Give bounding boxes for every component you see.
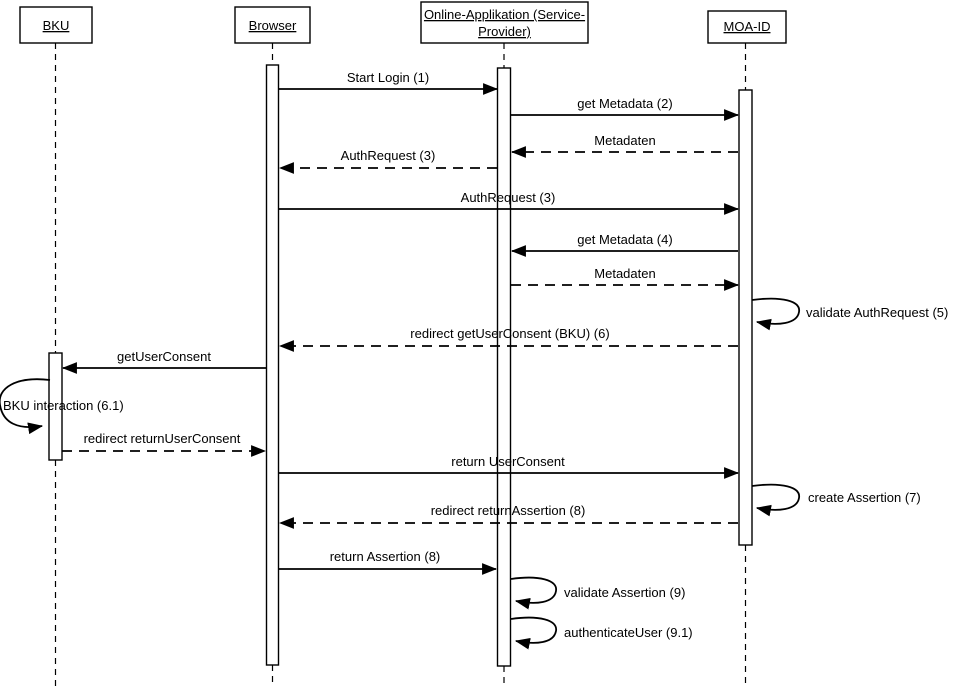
self-message-arrow-validate-authrequest <box>751 297 800 331</box>
message-label-get-metadata-2: get Metadata (2) <box>577 96 672 111</box>
self-message-bku-interaction: BKU interaction (6.1) <box>0 378 124 435</box>
message-label-getuserconsent: getUserConsent <box>117 349 211 364</box>
self-message-label-bku-interaction: BKU interaction (6.1) <box>3 398 124 413</box>
actor-bku: BKU <box>19 6 93 44</box>
message-get-metadata-4: get Metadata (4) <box>510 232 738 257</box>
self-message-label-create-assertion: create Assertion (7) <box>808 490 921 505</box>
message-label-return-assertion: return Assertion (8) <box>330 549 441 564</box>
message-return-userconsent: return UserConsent <box>279 454 740 479</box>
message-start-login: Start Login (1) <box>279 70 499 95</box>
message-label-redirect-returnassertion: redirect returnAssertion (8) <box>431 503 586 518</box>
self-message-arrow-authenticateuser <box>510 616 557 650</box>
message-get-metadata-2: get Metadata (2) <box>511 96 740 121</box>
actor-box-service-provider <box>420 1 589 44</box>
self-message-validate-authrequest: validate AuthRequest (5) <box>751 297 948 331</box>
activation-bar-browser <box>265 64 280 666</box>
message-return-assertion: return Assertion (8) <box>279 549 498 575</box>
self-message-arrow-bku-interaction <box>0 378 51 435</box>
self-message-create-assertion: create Assertion (7) <box>751 483 921 517</box>
actor-browser: Browser <box>234 6 311 44</box>
actor-moa-id: MOA-ID <box>707 10 787 44</box>
message-authrequest-to-browser: AuthRequest (3) <box>278 148 497 174</box>
message-metadaten-reply-4: Metadaten <box>511 266 740 291</box>
actor-box-browser <box>234 6 311 44</box>
actor-label-moa-id: MOA-ID <box>724 19 771 34</box>
lifelines <box>54 43 747 687</box>
actor-label-browser: Browser <box>249 18 297 33</box>
message-label-get-metadata-4: get Metadata (4) <box>577 232 672 247</box>
actor-box-moa-id <box>707 10 787 44</box>
message-getuserconsent: getUserConsent <box>61 349 266 374</box>
message-label-start-login: Start Login (1) <box>347 70 429 85</box>
message-label-metadaten-reply-2: Metadaten <box>594 133 655 148</box>
activation-bar-service-provider <box>496 67 512 667</box>
self-message-validate-assertion: validate Assertion (9) <box>510 576 685 610</box>
actor-service-provider: Online-Applikation (Service- Provider) <box>420 1 589 44</box>
activation-bars <box>48 64 753 667</box>
activation-bar-bku <box>48 352 63 461</box>
self-message-arrow-validate-assertion <box>510 576 557 610</box>
self-message-label-validate-assertion: validate Assertion (9) <box>564 585 685 600</box>
message-label-redirect-returnuserconsent: redirect returnUserConsent <box>84 431 241 446</box>
message-redirect-getuserconsent: redirect getUserConsent (BKU) (6) <box>278 326 738 352</box>
actor-box-bku <box>19 6 93 44</box>
message-label-return-userconsent: return UserConsent <box>451 454 565 469</box>
message-label-authrequest-to-browser: AuthRequest (3) <box>341 148 436 163</box>
message-redirect-returnassertion: redirect returnAssertion (8) <box>278 503 738 529</box>
actor-label-service-provider-line2: Provider) <box>478 24 531 39</box>
actor-label-bku: BKU <box>43 18 70 33</box>
message-authrequest-to-moa-id: AuthRequest (3) <box>279 190 740 215</box>
self-message-arrow-create-assertion <box>751 483 800 517</box>
message-redirect-returnuserconsent: redirect returnUserConsent <box>62 431 267 457</box>
self-message-authenticateuser: authenticateUser (9.1) <box>510 616 693 650</box>
activation-bar-moa-id <box>738 89 753 546</box>
self-message-label-validate-authrequest: validate AuthRequest (5) <box>806 305 948 320</box>
message-metadaten-reply-2: Metadaten <box>510 133 738 158</box>
actor-label-service-provider-line1: Online-Applikation (Service- <box>424 7 585 22</box>
message-label-metadaten-reply-4: Metadaten <box>594 266 655 281</box>
message-label-authrequest-to-moa-id: AuthRequest (3) <box>461 190 556 205</box>
self-message-label-authenticateuser: authenticateUser (9.1) <box>564 625 693 640</box>
message-label-redirect-getuserconsent: redirect getUserConsent (BKU) (6) <box>410 326 609 341</box>
